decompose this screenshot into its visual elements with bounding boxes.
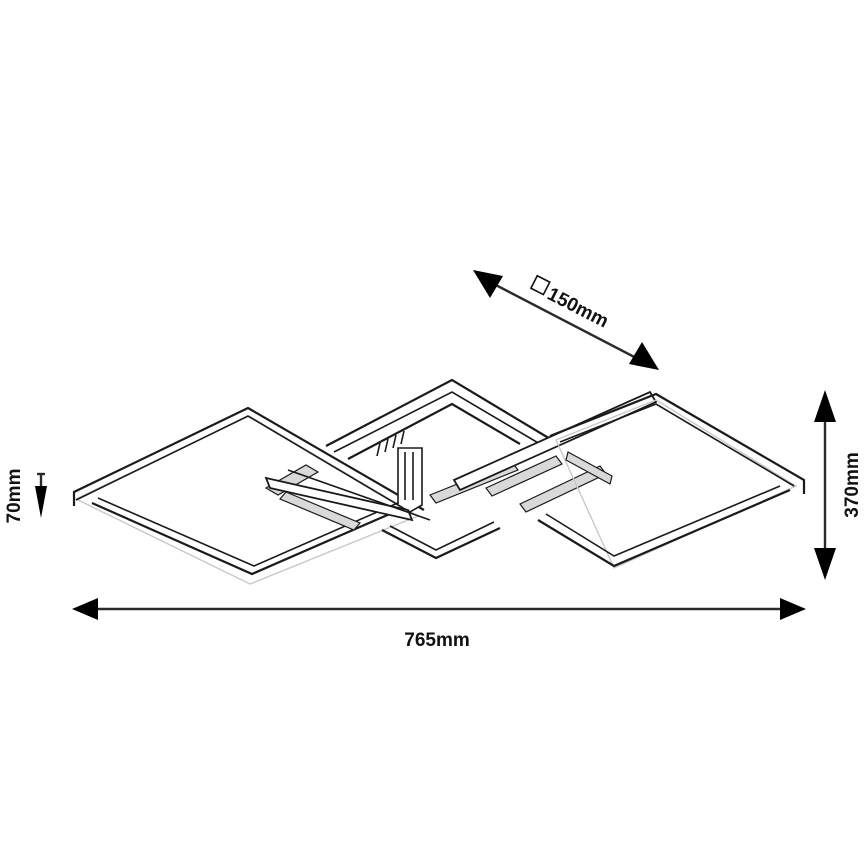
mount-post	[397, 447, 423, 513]
arrow-down-icon	[814, 548, 836, 580]
crossing-bar-left	[264, 469, 431, 522]
square-symbol-icon	[529, 274, 551, 296]
arrow-upleft-icon	[473, 270, 503, 298]
dimension-canopy: 150mm	[473, 270, 659, 370]
dimension-width: 765mm	[72, 598, 806, 651]
arrow-down-icon	[35, 486, 47, 518]
dimension-depth: 370mm	[814, 390, 863, 580]
canopy-label: 150mm	[544, 284, 612, 332]
connector-ticks	[376, 430, 405, 457]
center-frame	[325, 378, 553, 560]
width-label: 765mm	[404, 630, 470, 651]
arrow-up-icon	[814, 390, 836, 422]
crossing-bar-right	[452, 390, 658, 513]
depth-label: 370mm	[842, 452, 863, 518]
right-frame	[537, 392, 806, 569]
dimension-height: 70mm	[4, 469, 47, 524]
left-frame	[72, 406, 425, 585]
height-label: 70mm	[4, 469, 25, 524]
arrow-downright-icon	[629, 342, 659, 370]
arrow-left-icon	[72, 598, 98, 620]
arrow-right-icon	[780, 598, 806, 620]
